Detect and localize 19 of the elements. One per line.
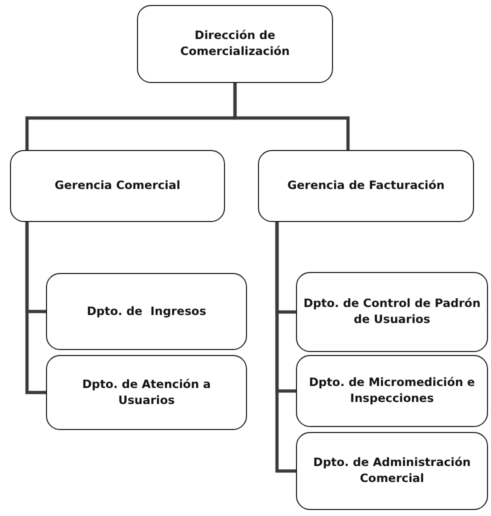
connector-line — [275, 222, 296, 473]
org-unit-box — [46, 355, 247, 430]
unit-name: Dpto. de Control de Padrón de Usuarios — [303, 296, 481, 328]
connector-line — [25, 222, 46, 394]
unit-name: Gerencia de Facturación — [287, 178, 445, 194]
org-unit-box — [258, 150, 474, 222]
unit-name: Dpto. de Administración Comercial — [312, 455, 472, 487]
unit-name: Dpto. de Atención a Usuarios — [81, 376, 212, 408]
org-unit-box — [296, 432, 488, 510]
connector-line — [233, 83, 350, 150]
unit-name: Gerencia Comercial — [54, 178, 180, 194]
org-unit-box — [296, 355, 488, 427]
unit-name: Dpto. de Micromedición e Inspecciones — [308, 375, 476, 407]
org-unit-box — [137, 5, 333, 83]
unit-name: Dirección de Comercialización — [179, 28, 291, 60]
org-unit-box — [296, 272, 488, 352]
org-unit-box — [10, 150, 225, 222]
org-unit-box — [46, 273, 247, 350]
unit-name: Dpto. de Ingresos — [86, 304, 206, 320]
